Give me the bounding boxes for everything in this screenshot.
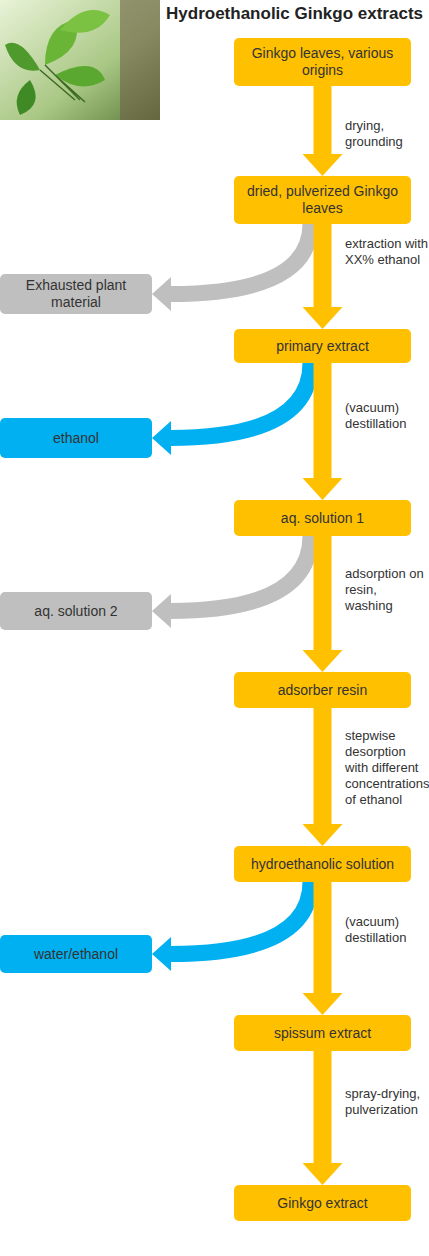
arrow-shape [152, 421, 171, 455]
process-box: dried, pulverized Ginkgo leaves [234, 176, 411, 224]
arrow-shape [170, 224, 311, 294]
process-box: primary extract [234, 329, 411, 363]
arrow-shape [303, 1163, 343, 1185]
process-box: aq. solution 2 [0, 592, 152, 630]
box-text: dried, pulverized Ginkgo leaves [242, 183, 403, 217]
arrow-shape [303, 993, 343, 1015]
box-text: aq. solution 1 [281, 510, 364, 527]
flow-arrow [152, 363, 311, 455]
box-text: water/ethanol [34, 946, 118, 963]
arrow-shape [303, 478, 343, 500]
flow-arrow [303, 882, 343, 1015]
arrow-shape [170, 536, 311, 611]
edge-label: stepwise desorption with different conce… [345, 728, 429, 808]
arrow-shape [152, 937, 171, 971]
box-text: ethanol [53, 430, 99, 447]
process-box: aq. solution 1 [234, 500, 411, 536]
process-box: Exhausted plant material [0, 274, 152, 314]
flow-arrow [152, 882, 311, 971]
flow-arrow [303, 363, 343, 500]
edge-label: spray-drying, pulverization [345, 1086, 429, 1118]
arrow-shape [314, 882, 332, 993]
flow-arrow [303, 708, 343, 846]
box-text: Ginkgo leaves, various origins [242, 45, 403, 79]
flow-arrow [152, 224, 311, 311]
flow-arrow [303, 224, 343, 329]
arrow-shape [314, 86, 332, 154]
edge-label: adsorption on resin, washing [345, 566, 425, 614]
arrow-shape [303, 650, 343, 672]
flow-arrow [303, 536, 343, 672]
arrow-shape [152, 594, 171, 628]
arrow-shape [314, 536, 332, 650]
process-box: water/ethanol [0, 935, 152, 973]
arrow-shape [314, 1051, 332, 1163]
arrow-shape [303, 824, 343, 846]
arrow-shape [303, 154, 343, 176]
arrow-shape [314, 363, 332, 478]
flow-arrow [303, 86, 343, 176]
edge-label: (vacuum) destillation [345, 400, 429, 432]
edge-label: extraction with XX% ethanol [345, 236, 429, 268]
process-box: spissum extract [234, 1015, 411, 1051]
box-text: aq. solution 2 [34, 603, 117, 620]
box-text: primary extract [276, 338, 369, 355]
box-text: hydroethanolic solution [251, 856, 394, 873]
process-box: ethanol [0, 418, 152, 458]
box-text: adsorber resin [278, 682, 368, 699]
arrow-shape [170, 882, 311, 954]
arrow-shape [314, 708, 332, 824]
box-text: Ginkgo extract [277, 1195, 367, 1212]
process-box: hydroethanolic solution [234, 846, 411, 882]
process-box: adsorber resin [234, 672, 411, 708]
flow-arrow [152, 536, 311, 628]
box-text: Exhausted plant material [8, 277, 144, 311]
process-box: Ginkgo extract [234, 1185, 411, 1221]
edge-label: (vacuum) destillation [345, 914, 429, 946]
arrow-shape [303, 307, 343, 329]
arrow-shape [170, 363, 311, 438]
box-text: spissum extract [274, 1025, 371, 1042]
diagram-title: Hydroethanolic Ginkgo extracts [166, 4, 423, 24]
edge-label: drying, grounding [345, 118, 425, 150]
arrow-shape [314, 224, 332, 307]
flow-arrow [303, 1051, 343, 1185]
process-box: Ginkgo leaves, various origins [234, 38, 411, 86]
arrow-shape [152, 277, 171, 311]
ginkgo-photo [0, 0, 160, 120]
